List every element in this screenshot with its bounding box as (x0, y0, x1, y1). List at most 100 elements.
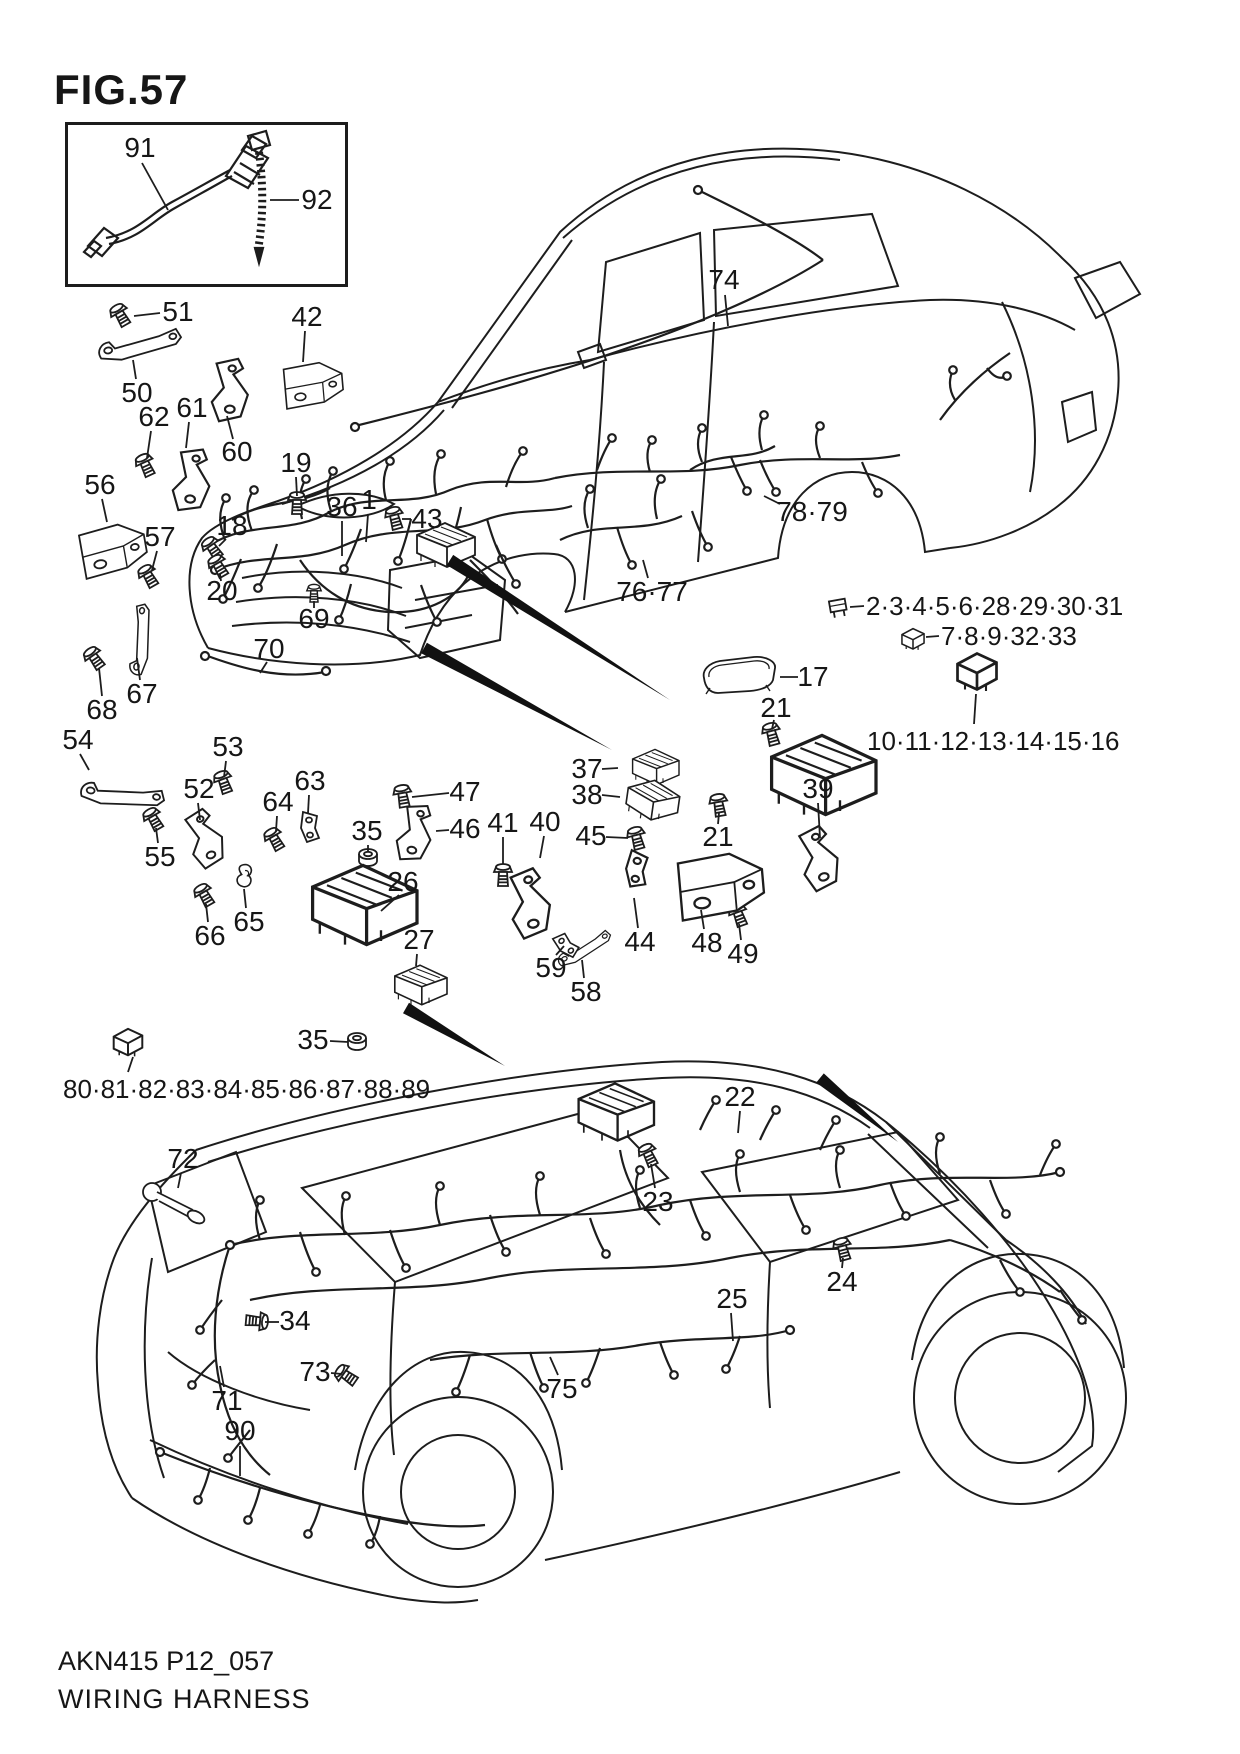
brB-part-icon (170, 446, 214, 514)
inset-parts (82, 129, 272, 268)
bolt-part-icon (131, 450, 160, 480)
brC-part-icon (622, 848, 652, 891)
clip-part-icon (235, 862, 255, 889)
part-label-46: 46 (449, 813, 481, 844)
part-label-47: 47 (449, 776, 481, 807)
bolt-part-icon (306, 583, 322, 603)
bolt-part-icon (331, 1360, 362, 1391)
fuse-part-icon (828, 597, 849, 620)
part-label-24: 24 (826, 1266, 858, 1297)
bolt-part-icon (79, 643, 110, 674)
brB-part-icon (503, 865, 556, 942)
part-label-56: 56 (84, 469, 116, 500)
part-label-76-77: 76·77 (616, 576, 688, 607)
part-label-90: 90 (224, 1415, 256, 1446)
part-label-58: 58 (570, 976, 602, 1007)
cover-part-icon (702, 655, 776, 695)
part-label-69: 69 (298, 603, 330, 634)
part-label-37: 37 (571, 753, 603, 784)
bolt-part-icon (634, 1140, 663, 1170)
bolt-part-icon (624, 824, 650, 852)
part-label-40: 40 (529, 806, 561, 837)
part-label-91: 91 (124, 132, 156, 163)
bottom-car-outline (95, 1060, 1127, 1604)
part-label-66: 66 (194, 920, 226, 951)
pin-part-icon (142, 1182, 206, 1225)
part-label-67: 67 (126, 678, 158, 709)
part-label-25: 25 (716, 1283, 748, 1314)
part-label-57: 57 (144, 521, 176, 552)
footer-figure-name: WIRING HARNESS (58, 1684, 311, 1714)
footer-figure-code: AKN415 P12_057 (58, 1646, 275, 1676)
brL-part-icon (676, 849, 767, 922)
part-label-35: 35 (351, 815, 383, 846)
part-label-23: 23 (642, 1186, 674, 1217)
brL-part-icon (282, 360, 346, 410)
part-label-63: 63 (294, 765, 326, 796)
part-label-78-79: 78·79 (776, 496, 848, 527)
part-label-26: 26 (387, 866, 419, 897)
brB-part-icon (392, 800, 438, 865)
bolt-part-icon (134, 561, 163, 592)
part-label-7-8-9-32-33: 7·8·9·32·33 (941, 621, 1077, 651)
part-label-64: 64 (262, 786, 294, 817)
part-label-52: 52 (183, 773, 215, 804)
bolt-part-icon (493, 863, 513, 887)
part-label-44: 44 (624, 926, 656, 957)
part-label-75: 75 (546, 1373, 578, 1404)
part-label-18: 18 (216, 510, 248, 541)
part-label-2-3-4-5-6-28-29-30-31: 2·3·4·5·6·28·29·30·31 (866, 591, 1124, 621)
part-label-42: 42 (291, 301, 323, 332)
part-label-74: 74 (708, 264, 740, 295)
brB-part-icon (210, 357, 249, 423)
brB-part-icon (792, 822, 846, 895)
part-label-38: 38 (571, 779, 603, 810)
part-label-35: 35 (297, 1024, 329, 1055)
bolt-part-icon (139, 804, 168, 835)
part-label-70: 70 (253, 633, 285, 664)
bolt-part-icon (260, 824, 289, 855)
relay-part-icon (112, 1027, 144, 1058)
part-label-73: 73 (299, 1356, 331, 1387)
leader-lines (79, 162, 977, 1476)
box-part-icon (631, 748, 680, 786)
bolt-part-icon (391, 782, 415, 810)
box-part-icon (623, 776, 683, 825)
nut-part-icon (347, 1032, 367, 1051)
part-label-59: 59 (535, 952, 567, 983)
figure-title: FIG.57 (54, 66, 189, 113)
part-label-17: 17 (797, 661, 829, 692)
part-label-45: 45 (575, 820, 607, 851)
part-label-19: 19 (280, 447, 312, 478)
part-label-22: 22 (724, 1081, 756, 1112)
inset-parts-box (65, 122, 348, 287)
bolt-part-icon (244, 1310, 270, 1332)
part-label-1: 1 (361, 484, 377, 515)
part-label-72: 72 (167, 1143, 199, 1174)
relay-part-icon (901, 627, 925, 651)
bolt-part-icon (382, 504, 408, 532)
part-label-53: 53 (212, 731, 244, 762)
part-label-39: 39 (802, 773, 834, 804)
part-label-61: 61 (176, 392, 208, 423)
part-label-48: 48 (691, 927, 723, 958)
relay-part-icon (956, 652, 998, 693)
part-label-62: 62 (138, 401, 170, 432)
part-label-65: 65 (233, 906, 265, 937)
part-label-43: 43 (411, 503, 443, 534)
brB-part-icon (178, 804, 232, 872)
part-label-71: 71 (211, 1385, 243, 1416)
detached-parts (77, 300, 998, 1391)
part-label-68: 68 (86, 694, 118, 725)
box-part-icon (577, 1082, 656, 1142)
part-label-34: 34 (279, 1305, 311, 1336)
part-label-36: 36 (326, 491, 358, 522)
bolt-part-icon (106, 300, 135, 331)
pointer-arrows (403, 554, 898, 1142)
part-label-54: 54 (62, 724, 94, 755)
brA-part-icon (96, 327, 184, 364)
part-label-55: 55 (144, 841, 176, 872)
box-part-icon (393, 964, 448, 1006)
